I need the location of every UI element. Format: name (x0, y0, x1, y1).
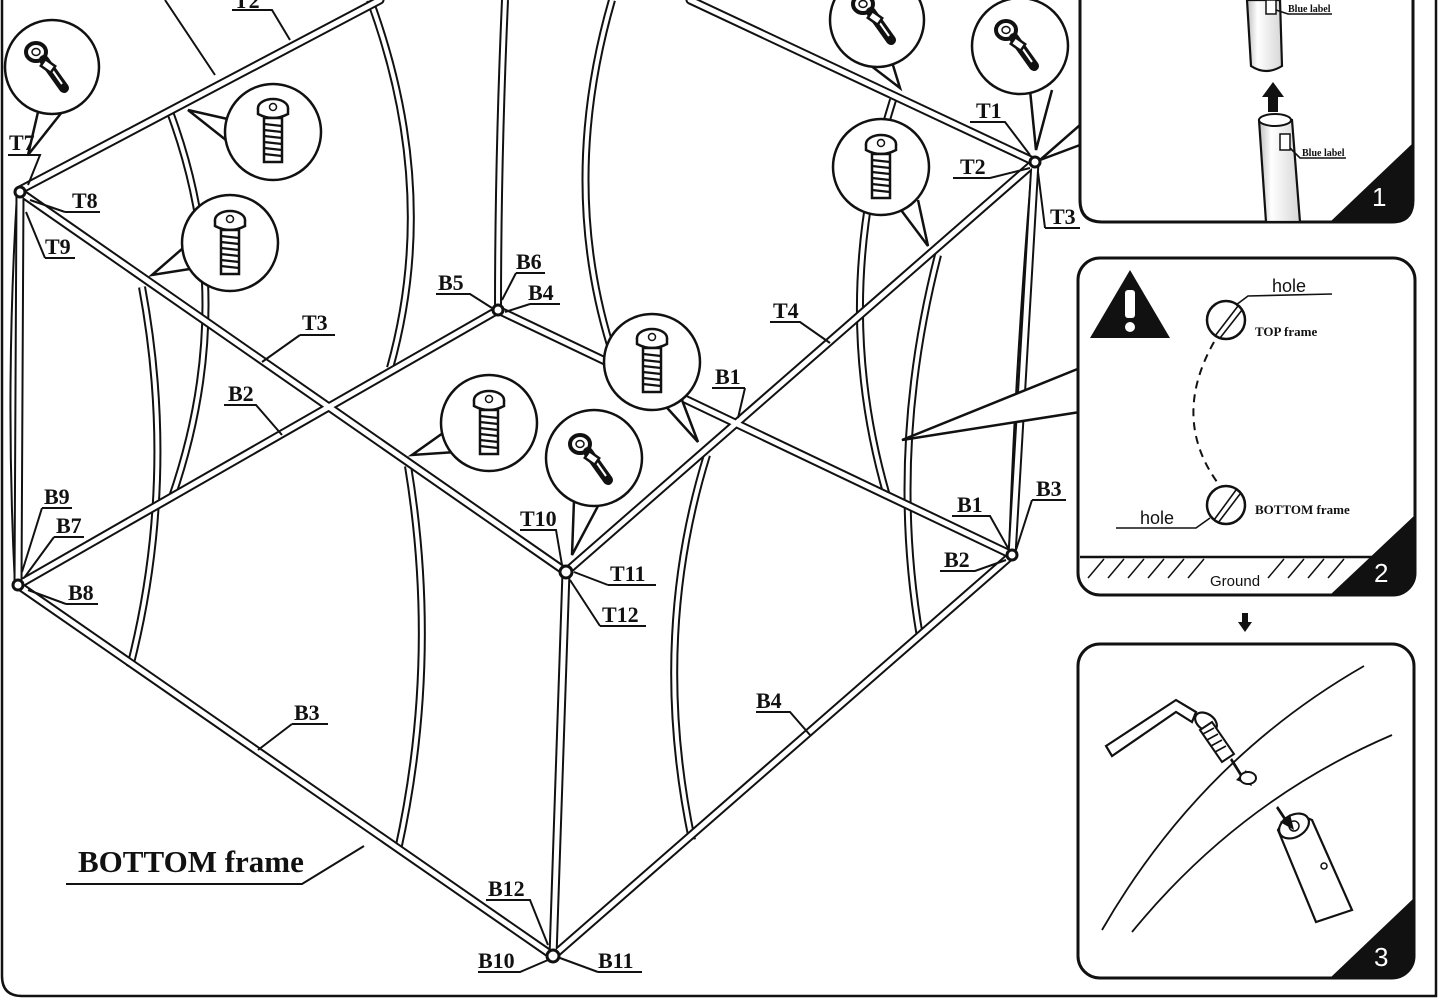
callout-eye-bolt-3 (828, 0, 926, 92)
label-b2-right: B2 (944, 547, 970, 572)
label-t2-right: T2 (960, 154, 986, 179)
label-b1-right: B1 (957, 492, 983, 517)
callout-screw-2 (147, 193, 280, 293)
gazebo-frame: T2 T7 T8 T9 T3 B5 B6 B4 B2 B9 B7 B8 B3 T… (3, 0, 1080, 973)
label-b2-left: B2 (228, 381, 254, 406)
label-b4-bottom: B4 (756, 688, 782, 713)
label-t8: T8 (72, 188, 98, 213)
callout-screw-3 (407, 373, 539, 473)
step-2-hole-top: hole (1272, 276, 1306, 296)
warning-icon (1090, 270, 1170, 338)
label-t3-right: T3 (1050, 204, 1076, 229)
label-t9: T9 (45, 234, 71, 259)
step-2-bottom-frame: BOTTOM frame (1255, 502, 1350, 517)
callout-eye-bolt-2 (544, 408, 644, 556)
step-2-hole-bottom: hole (1140, 508, 1174, 528)
ground-hatching (1087, 558, 1345, 579)
pointer-to-step-1 (1039, 124, 1081, 162)
step-1-upper-label: Blue label (1288, 4, 1331, 15)
label-b8: B8 (68, 580, 94, 605)
label-b11: B11 (598, 948, 633, 973)
label-b1-mid: B1 (715, 364, 741, 389)
label-b5: B5 (438, 270, 464, 295)
step-3-panel: 3 (1076, 642, 1416, 980)
label-t2-top: T2 (234, 0, 260, 13)
step-1-lower-label: Blue label (1302, 148, 1345, 159)
label-b4-top: B4 (528, 280, 554, 305)
allen-key-icon (1104, 698, 1198, 758)
step-3-number: 3 (1374, 942, 1388, 972)
label-b3-right: B3 (1036, 476, 1062, 501)
label-t7: T7 (9, 130, 35, 155)
label-b7: B7 (56, 513, 82, 538)
label-t10: T10 (520, 506, 557, 531)
step-1-panel: 1 Blue label Blue label (1078, 0, 1415, 224)
step-2-panel: 2 hole TOP frame hole BOTTOM frame Groun… (1076, 256, 1417, 597)
label-b3-left: B3 (294, 700, 320, 725)
callout-eye-bolt-4 (970, 0, 1070, 151)
step-2-top-frame: TOP frame (1255, 324, 1317, 339)
upper-pipe (1245, 0, 1284, 73)
label-t12: T12 (602, 602, 639, 627)
lower-pipe (1257, 114, 1302, 224)
frame-joints (11, 155, 1042, 964)
step-2-number: 2 (1374, 558, 1388, 588)
screw-icon (1194, 711, 1236, 764)
label-b12: B12 (488, 876, 525, 901)
callout-screw-1 (187, 82, 323, 182)
label-t4: T4 (773, 298, 799, 323)
step-3-arrow-2 (1276, 806, 1294, 830)
dashed-arc (1192, 341, 1221, 487)
label-b6: B6 (516, 249, 542, 274)
callout-screw-4 (602, 312, 702, 443)
label-bottom-frame: BOTTOM frame (78, 844, 304, 879)
step-1-number: 1 (1372, 182, 1386, 212)
label-leaders (8, 0, 1080, 973)
frame-tubes (13, 0, 1040, 961)
down-arrow-icon (1238, 613, 1252, 632)
callout-eye-bolt-1 (3, 18, 101, 156)
label-t3-left: T3 (302, 310, 328, 335)
label-b10: B10 (478, 948, 515, 973)
frame-labels: T2 T7 T8 T9 T3 B5 B6 B4 B2 B9 B7 B8 B3 T… (9, 0, 1076, 973)
callout-screw-5 (831, 117, 931, 247)
pointer-to-step-2 (901, 366, 1081, 442)
up-arrow-icon (1262, 82, 1284, 112)
label-t11: T11 (610, 561, 645, 586)
label-t1: T1 (976, 98, 1002, 123)
label-b9: B9 (44, 484, 70, 509)
step-2-ground: Ground (1210, 573, 1260, 590)
